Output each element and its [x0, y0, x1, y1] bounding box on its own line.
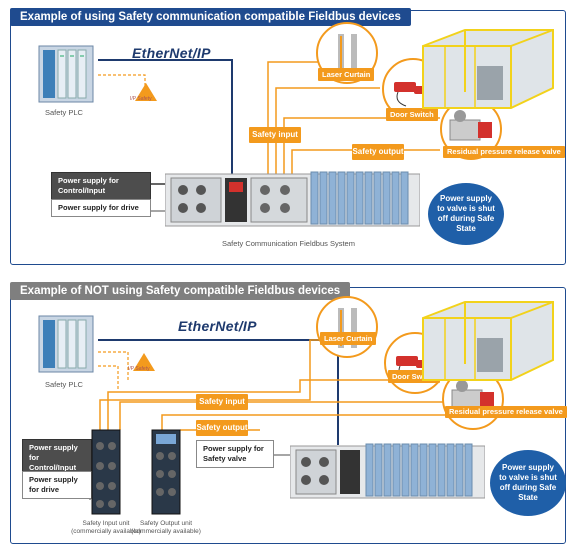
top-shutoff-bubble: Power supply to valve is shut off during… — [428, 183, 504, 245]
bottom-machine-cage — [415, 298, 557, 382]
ps-drive-box: Power supply for drive — [51, 199, 151, 217]
safety-output-unit-text: Safety Output unit (commercially availab… — [131, 520, 201, 535]
bottom-valve-text: Residual pressure release valve — [449, 407, 563, 416]
bottom-ps-valve-text: Power supply for Safety valve — [203, 444, 264, 463]
safety-plc-image — [37, 42, 95, 104]
bottom-safety-plc-image — [37, 312, 95, 374]
bottom-valve-manifold-image — [289, 440, 486, 502]
bottom-dashed-2 — [98, 365, 119, 390]
bottom-ps-valve-box: Power supply for Safety valve — [196, 440, 274, 468]
fieldbus-system-image — [164, 168, 421, 230]
bottom-valve-line-1 — [119, 401, 445, 430]
system-label: Safety Communication Fieldbus System — [222, 239, 355, 248]
bottom-ethernet-ip-logo: EtherNet/IP — [178, 318, 257, 334]
residual-valve-label: Residual pressure release valve — [443, 146, 565, 158]
ps-drive-text: Power supply for drive — [58, 203, 139, 212]
bottom-safety-input-box: Safety input — [196, 394, 248, 410]
bottom-door-line — [107, 379, 390, 430]
door-line — [275, 87, 380, 175]
ps-control-text: Power supply for Control/Input — [58, 176, 119, 195]
bottom-valve-line-2 — [161, 414, 445, 430]
plc-badge-label: I/P Safety — [130, 96, 152, 102]
safety-input-unit-image — [90, 428, 122, 516]
ethernet-ip-logo: EtherNet/IP — [132, 45, 211, 61]
safety-input-box: Safety input — [249, 127, 301, 143]
bottom-laser-callout — [316, 296, 378, 358]
door-switch-label: Door Switch — [386, 108, 438, 121]
bottom-plc-badge-label: I/P Safety — [128, 366, 150, 372]
machine-cage — [415, 26, 557, 110]
residual-valve-text: Residual pressure release valve — [447, 147, 561, 156]
bottom-valve-label: Residual pressure release valve — [445, 406, 567, 418]
plc-badge — [134, 82, 158, 102]
safety-output-box: Safety output — [352, 144, 404, 160]
bottom-plc-badge — [132, 352, 156, 372]
bottom-ps-drive-text: Power supply for drive — [29, 475, 78, 494]
bottom-safety-plc-label: Safety PLC — [45, 380, 83, 389]
bottom-ps-control-text: Power supply for Control/Input — [29, 443, 78, 472]
bottom-shutoff-text: Power supply to valve is shut off during… — [499, 463, 557, 502]
safety-plc-label: Safety PLC — [45, 108, 83, 117]
top-panel-title: Example of using Safety communication co… — [10, 8, 411, 26]
safety-output-unit-image — [150, 428, 182, 516]
plc-dashed-link — [98, 74, 146, 86]
bottom-laser-label: Laser Curtain — [320, 332, 377, 345]
ethernet-cable — [98, 59, 233, 175]
bottom-panel-title: Example of NOT using Safety compatible F… — [10, 282, 351, 300]
bottom-shutoff-bubble: Power supply to valve is shut off during… — [490, 450, 566, 516]
safety-output-unit-label: Safety Output unit (commercially availab… — [130, 520, 202, 536]
bottom-ps-drive-box: Power supply for drive — [22, 471, 92, 499]
top-shutoff-text: Power supply to valve is shut off during… — [437, 194, 495, 233]
bottom-safety-output-box: Safety output — [196, 420, 248, 436]
bottom-dashed-1 — [98, 351, 129, 380]
ps-control-box: Power supply for Control/Input — [51, 172, 151, 200]
laser-curtain-label: Laser Curtain — [318, 68, 375, 81]
safety-input-unit-label: Safety Input unit (commercially availabl… — [70, 520, 142, 536]
safety-input-unit-text: Safety Input unit (commercially availabl… — [71, 520, 141, 535]
